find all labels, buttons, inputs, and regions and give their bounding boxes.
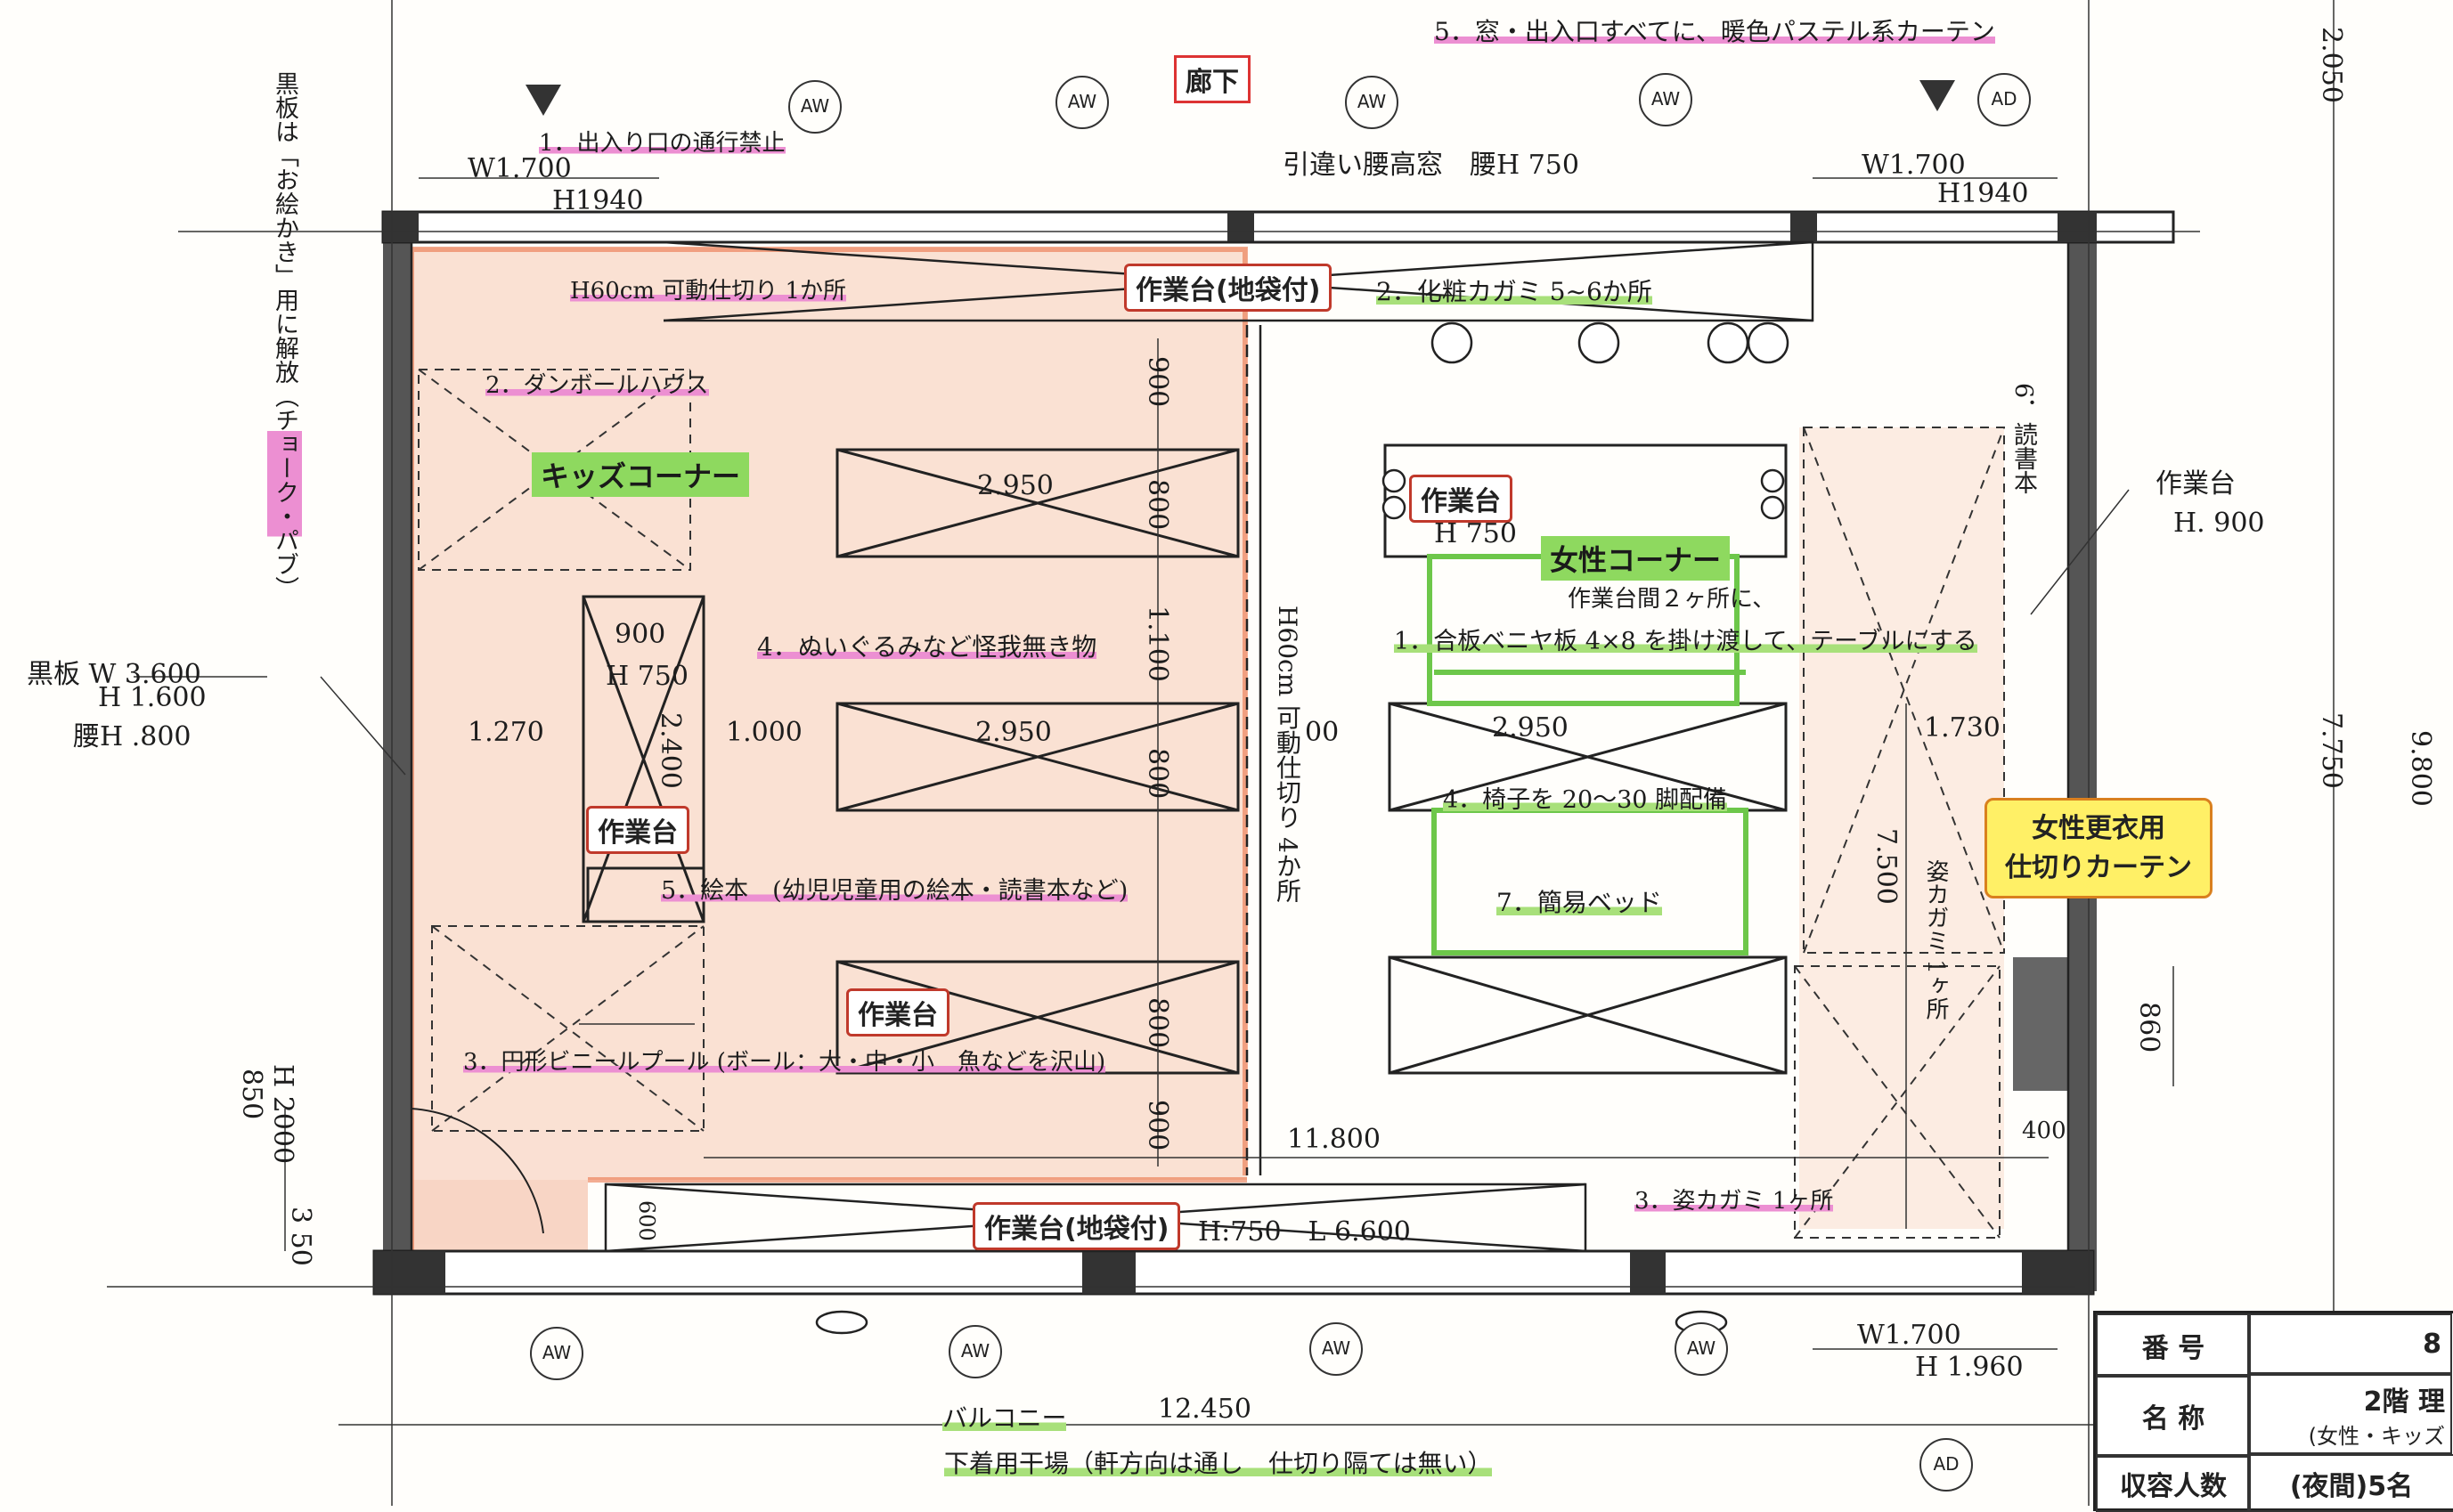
note-cardboard: 2．ダンボールハウス [485, 367, 709, 400]
note-no-entry: 1．出入り口の通行禁止 [539, 125, 786, 158]
worktable-label-left: 作業台 [586, 806, 689, 854]
aw-window-icon: AW [788, 80, 842, 134]
blackboard-spec-sill: 腰H .800 [73, 721, 192, 752]
note-window-top: 引違い腰高窓 腰H 750 [1283, 150, 1579, 181]
dim-h1960-bottom: H 1.960 [1915, 1352, 2024, 1383]
dim-600: 600 [634, 1200, 659, 1241]
note-mirror-one: 3．姿カガミ 1ヶ所 [1634, 1183, 1834, 1215]
dim-h1940-left: H1940 [552, 185, 644, 216]
note-between-1: 作業台間２ヶ所に、 [1568, 586, 1776, 613]
aw-window-icon: AW [949, 1325, 1002, 1378]
note-pool: 3．円形ビニールプール (ボール：大・中・小 魚などを沢山) [463, 1044, 1106, 1077]
worktable-right-height: H. 900 [2173, 508, 2265, 539]
ad-door-icon: AD [1919, 1438, 1973, 1492]
stools [815, 321, 1789, 1335]
dim-w1700-right: W1.700 [1862, 150, 1966, 181]
note-partition-top: H60cm 可動仕切り 1か所 [570, 272, 847, 305]
dim-900-top: 900 [1142, 356, 1173, 408]
dim-7750: 7.750 [2316, 712, 2347, 789]
blackboard-spec-w: 黒板 W 3.600 [27, 659, 201, 690]
aw-window-icon: AW [1675, 1322, 1728, 1376]
dim-350: 3 50 [285, 1207, 316, 1266]
exterior-walls [372, 210, 2175, 1296]
dim-h750-l6600: H:750 L 6.600 [1198, 1216, 1411, 1248]
note-bed: 7．簡易ベッド [1496, 883, 1662, 919]
dim-w1700-bottom: W1.700 [1857, 1320, 1961, 1351]
dim-h750-right: H 750 [1434, 518, 1517, 549]
title-block-value-capacity: (夜間)5名 [2247, 1454, 2453, 1512]
ad-door-icon: AD [1977, 73, 2031, 126]
dim-2050: 2.050 [2316, 27, 2347, 103]
dim-1100: 1.100 [1142, 606, 1173, 682]
title-block: 番 号 8 名 称 2階 理 (女性・キッズ 収容人数 (夜間)5名 [2093, 1311, 2453, 1512]
aw-window-icon: AW [1309, 1322, 1363, 1376]
note-blackboard-vertical: 黒板は「お絵かき」用に解放（チョーク・パブ） [267, 71, 302, 600]
dim-850: 850 [236, 1069, 267, 1120]
note-between-2: 1．合板ベニヤ板 4×8 を掛け渡して、テーブルにする [1394, 622, 1977, 656]
aw-window-icon: AW [530, 1327, 583, 1380]
worktable-floor-label-bottom: 作業台(地袋付) [973, 1202, 1181, 1250]
worktable-right-label: 作業台 [2156, 468, 2236, 500]
note-partition-mid-vertical: H60cm 可動仕切り 4か所 [1273, 606, 1302, 903]
title-block-name-main: 2階 理 [2363, 1386, 2445, 1418]
balcony-label: バルコニー [942, 1399, 1067, 1435]
dim-860: 860 [2133, 1002, 2164, 1053]
dim-7500: 7.500 [1870, 828, 1902, 905]
dim-table-b-length: 2.950 [975, 717, 1052, 748]
note-mirrors: 2．化粧カガミ 5~6か所 [1376, 272, 1652, 308]
worktable-shapes [582, 443, 1788, 1075]
dim-1270: 1.270 [468, 717, 544, 748]
dim-small-table-height: H 750 [606, 661, 689, 692]
dim-11800: 11.800 [1287, 1124, 1381, 1155]
women-corner-label: 女性コーナー [1541, 536, 1731, 581]
aw-window-icon: AW [1055, 76, 1109, 129]
dim-900-bottom: 900 [1142, 1100, 1173, 1151]
dim-1000: 1.000 [726, 717, 803, 748]
dim-1730: 1.730 [1924, 712, 2001, 744]
title-block-label-capacity: 収容人数 [2096, 1454, 2251, 1512]
note-mirror-vertical: 姿カガミ 1ヶ所 [1922, 859, 1949, 1020]
worktable-floor-label-top: 作業台(地袋付) [1124, 264, 1332, 312]
worktable-label-bottom: 作業台 [846, 988, 949, 1036]
note-bookshelf-vertical: 6．読書本 [2009, 383, 2037, 495]
title-block-label-number: 番 号 [2096, 1313, 2251, 1378]
dim-00: 00 [1305, 717, 1340, 748]
dimension-lines [107, 0, 2335, 1506]
dim-table-c-length: 2.950 [1492, 712, 1569, 744]
aw-window-icon: AW [1639, 73, 1692, 126]
dim-w1700-left: W1.700 [468, 153, 572, 184]
dim-table-a-length: 2.950 [977, 470, 1054, 501]
note-plush: 4．ぬいぐるみなど怪我無き物 [757, 628, 1097, 663]
changing-curtain-label: 女性更衣用 仕切りカーテン [1984, 798, 2213, 898]
changing-curtain-text: 女性更衣用 仕切りカーテン [2005, 813, 2192, 883]
title-block-label-name: 名 称 [2096, 1374, 2251, 1458]
aw-window-icon: AW [1345, 76, 1398, 129]
triangle-markers [526, 80, 1955, 116]
title-block-name-sub: (女性・キッズ [2308, 1423, 2445, 1449]
note-laundry: 下着用干場（軒方向は通し 仕切り隔ては無い） [944, 1444, 1493, 1480]
dim-2400: 2.400 [655, 712, 686, 789]
dim-table-c-depth: 800 [1142, 997, 1173, 1049]
worktable-label-women: 作業台 [1409, 475, 1512, 523]
kids-corner-label: キッズコーナー [532, 452, 750, 497]
dim-table-a-depth: 800 [1142, 479, 1173, 531]
dim-table-b-depth: 800 [1142, 748, 1173, 800]
note-curtain: 5．窓・出入口すべてに、暖色パステル系カーテン [1434, 12, 1995, 48]
dim-400: 400 [2022, 1118, 2066, 1144]
title-block-value-number: 8 [2247, 1313, 2452, 1374]
note-books: 5．絵本 (幼児児童用の絵本・読書本など) [661, 871, 1129, 906]
dim-h2000: H 2000 [267, 1064, 298, 1165]
corridor-label: 廊下 [1174, 55, 1251, 103]
dim-small-table-width: 900 [615, 619, 666, 650]
title-block-value-name: 2階 理 (女性・キッズ [2247, 1374, 2452, 1454]
note-chairs: 4．椅子を 20～30 脚配備 [1443, 780, 1728, 815]
dim-9800: 9.800 [2405, 730, 2436, 807]
dim-12450: 12.450 [1158, 1394, 1251, 1425]
blackboard-spec-h: H 1.600 [98, 682, 207, 713]
door-swing [411, 1108, 544, 1251]
dim-h1940-right: H1940 [1937, 178, 2029, 209]
